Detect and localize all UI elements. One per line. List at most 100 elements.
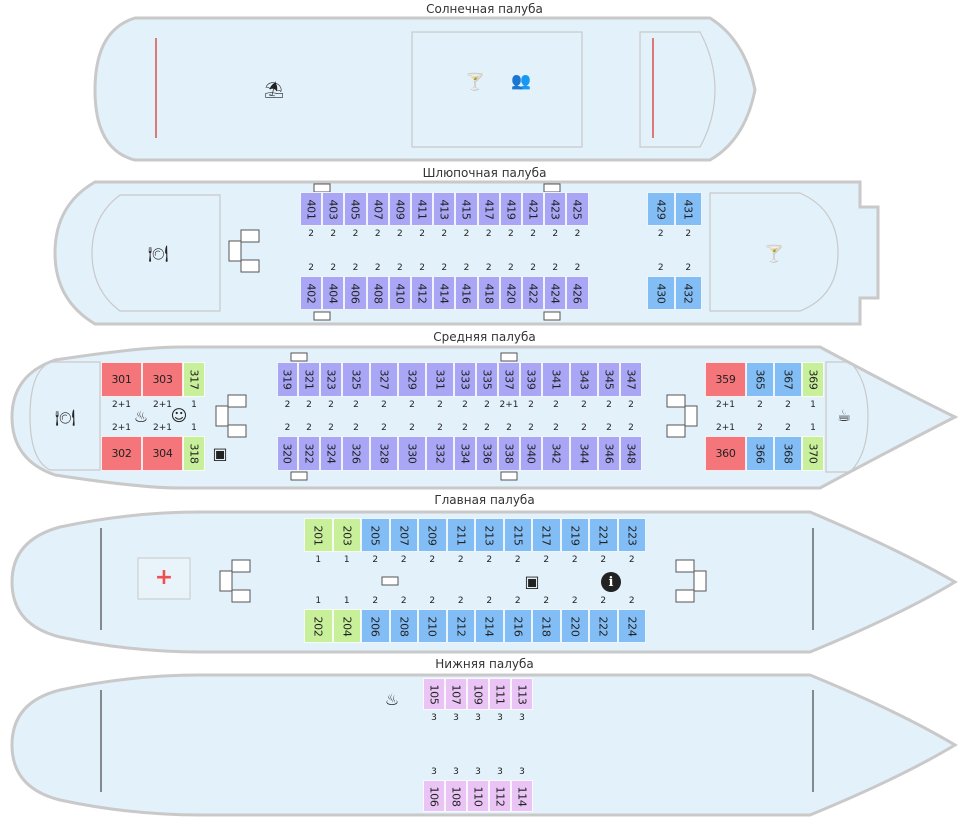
cabin-213[interactable]: 213 — [475, 518, 504, 552]
cabin-368[interactable]: 368 — [774, 436, 802, 471]
cabin-301[interactable]: 301 — [101, 362, 142, 397]
cabin-418[interactable]: 418 — [477, 276, 500, 310]
cabin-319[interactable]: 319 — [277, 362, 298, 397]
cabin-209[interactable]: 209 — [418, 518, 447, 552]
cabin-369[interactable]: 369 — [802, 362, 824, 397]
cabin-425[interactable]: 425 — [566, 192, 589, 226]
cabin-210[interactable]: 210 — [418, 609, 447, 643]
cabin-208[interactable]: 208 — [389, 609, 418, 643]
cabin-206[interactable]: 206 — [361, 609, 390, 643]
cabin-223[interactable]: 223 — [617, 518, 646, 552]
cabin-338[interactable]: 338 — [498, 436, 520, 471]
cabin-414[interactable]: 414 — [433, 276, 456, 310]
cabin-322[interactable]: 322 — [298, 436, 320, 471]
cabin-359[interactable]: 359 — [705, 362, 746, 397]
cabin-106[interactable]: 106 — [423, 780, 445, 812]
cabin-214[interactable]: 214 — [475, 609, 504, 643]
cabin-429[interactable]: 429 — [647, 192, 675, 226]
cabin-107[interactable]: 107 — [445, 678, 467, 710]
cabin-211[interactable]: 211 — [446, 518, 475, 552]
cabin-401[interactable]: 401 — [300, 192, 323, 226]
cabin-330[interactable]: 330 — [398, 436, 426, 471]
cabin-411[interactable]: 411 — [411, 192, 434, 226]
cabin-417[interactable]: 417 — [477, 192, 500, 226]
cabin-329[interactable]: 329 — [398, 362, 426, 397]
cabin-328[interactable]: 328 — [370, 436, 398, 471]
cabin-345[interactable]: 345 — [598, 362, 620, 397]
cabin-220[interactable]: 220 — [560, 609, 589, 643]
cabin-332[interactable]: 332 — [426, 436, 454, 471]
cabin-325[interactable]: 325 — [342, 362, 370, 397]
cabin-302[interactable]: 302 — [101, 436, 142, 471]
cabin-303[interactable]: 303 — [142, 362, 183, 397]
cabin-408[interactable]: 408 — [366, 276, 389, 310]
cabin-413[interactable]: 413 — [433, 192, 456, 226]
cabin-346[interactable]: 346 — [598, 436, 620, 471]
cabin-430[interactable]: 430 — [647, 276, 675, 310]
cabin-343[interactable]: 343 — [570, 362, 598, 397]
cabin-336[interactable]: 336 — [476, 436, 498, 471]
cabin-304[interactable]: 304 — [142, 436, 183, 471]
cabin-348[interactable]: 348 — [620, 436, 642, 471]
cabin-204[interactable]: 204 — [332, 609, 361, 643]
cabin-424[interactable]: 424 — [544, 276, 567, 310]
cabin-320[interactable]: 320 — [277, 436, 298, 471]
cabin-218[interactable]: 218 — [532, 609, 561, 643]
cabin-334[interactable]: 334 — [454, 436, 476, 471]
cabin-221[interactable]: 221 — [589, 518, 618, 552]
cabin-217[interactable]: 217 — [532, 518, 561, 552]
cabin-415[interactable]: 415 — [455, 192, 478, 226]
cabin-432[interactable]: 432 — [674, 276, 702, 310]
cabin-366[interactable]: 366 — [746, 436, 774, 471]
cabin-426[interactable]: 426 — [566, 276, 589, 310]
cabin-405[interactable]: 405 — [344, 192, 367, 226]
cabin-109[interactable]: 109 — [467, 678, 489, 710]
cabin-409[interactable]: 409 — [388, 192, 411, 226]
cabin-326[interactable]: 326 — [342, 436, 370, 471]
cabin-403[interactable]: 403 — [322, 192, 345, 226]
cabin-342[interactable]: 342 — [542, 436, 570, 471]
cabin-324[interactable]: 324 — [320, 436, 342, 471]
cabin-341[interactable]: 341 — [542, 362, 570, 397]
cabin-105[interactable]: 105 — [423, 678, 445, 710]
cabin-317[interactable]: 317 — [183, 362, 205, 397]
cabin-423[interactable]: 423 — [544, 192, 567, 226]
cabin-113[interactable]: 113 — [511, 678, 533, 710]
cabin-111[interactable]: 111 — [489, 678, 511, 710]
cabin-347[interactable]: 347 — [620, 362, 642, 397]
cabin-340[interactable]: 340 — [520, 436, 542, 471]
cabin-205[interactable]: 205 — [361, 518, 390, 552]
cabin-344[interactable]: 344 — [570, 436, 598, 471]
cabin-212[interactable]: 212 — [446, 609, 475, 643]
cabin-327[interactable]: 327 — [370, 362, 398, 397]
cabin-419[interactable]: 419 — [499, 192, 522, 226]
cabin-110[interactable]: 110 — [467, 780, 489, 812]
cabin-337[interactable]: 337 — [498, 362, 520, 397]
cabin-410[interactable]: 410 — [388, 276, 411, 310]
cabin-431[interactable]: 431 — [674, 192, 702, 226]
cabin-407[interactable]: 407 — [366, 192, 389, 226]
cabin-412[interactable]: 412 — [411, 276, 434, 310]
cabin-335[interactable]: 335 — [476, 362, 498, 397]
cabin-222[interactable]: 222 — [589, 609, 618, 643]
cabin-402[interactable]: 402 — [300, 276, 323, 310]
cabin-404[interactable]: 404 — [322, 276, 345, 310]
cabin-367[interactable]: 367 — [774, 362, 802, 397]
cabin-406[interactable]: 406 — [344, 276, 367, 310]
cabin-420[interactable]: 420 — [499, 276, 522, 310]
cabin-421[interactable]: 421 — [522, 192, 545, 226]
cabin-422[interactable]: 422 — [522, 276, 545, 310]
cabin-207[interactable]: 207 — [389, 518, 418, 552]
cabin-416[interactable]: 416 — [455, 276, 478, 310]
cabin-323[interactable]: 323 — [320, 362, 342, 397]
cabin-203[interactable]: 203 — [332, 518, 361, 552]
cabin-365[interactable]: 365 — [746, 362, 774, 397]
cabin-215[interactable]: 215 — [503, 518, 532, 552]
cabin-321[interactable]: 321 — [298, 362, 320, 397]
cabin-318[interactable]: 318 — [183, 436, 205, 471]
cabin-360[interactable]: 360 — [705, 436, 746, 471]
cabin-219[interactable]: 219 — [560, 518, 589, 552]
cabin-108[interactable]: 108 — [445, 780, 467, 812]
cabin-201[interactable]: 201 — [304, 518, 333, 552]
cabin-114[interactable]: 114 — [511, 780, 533, 812]
